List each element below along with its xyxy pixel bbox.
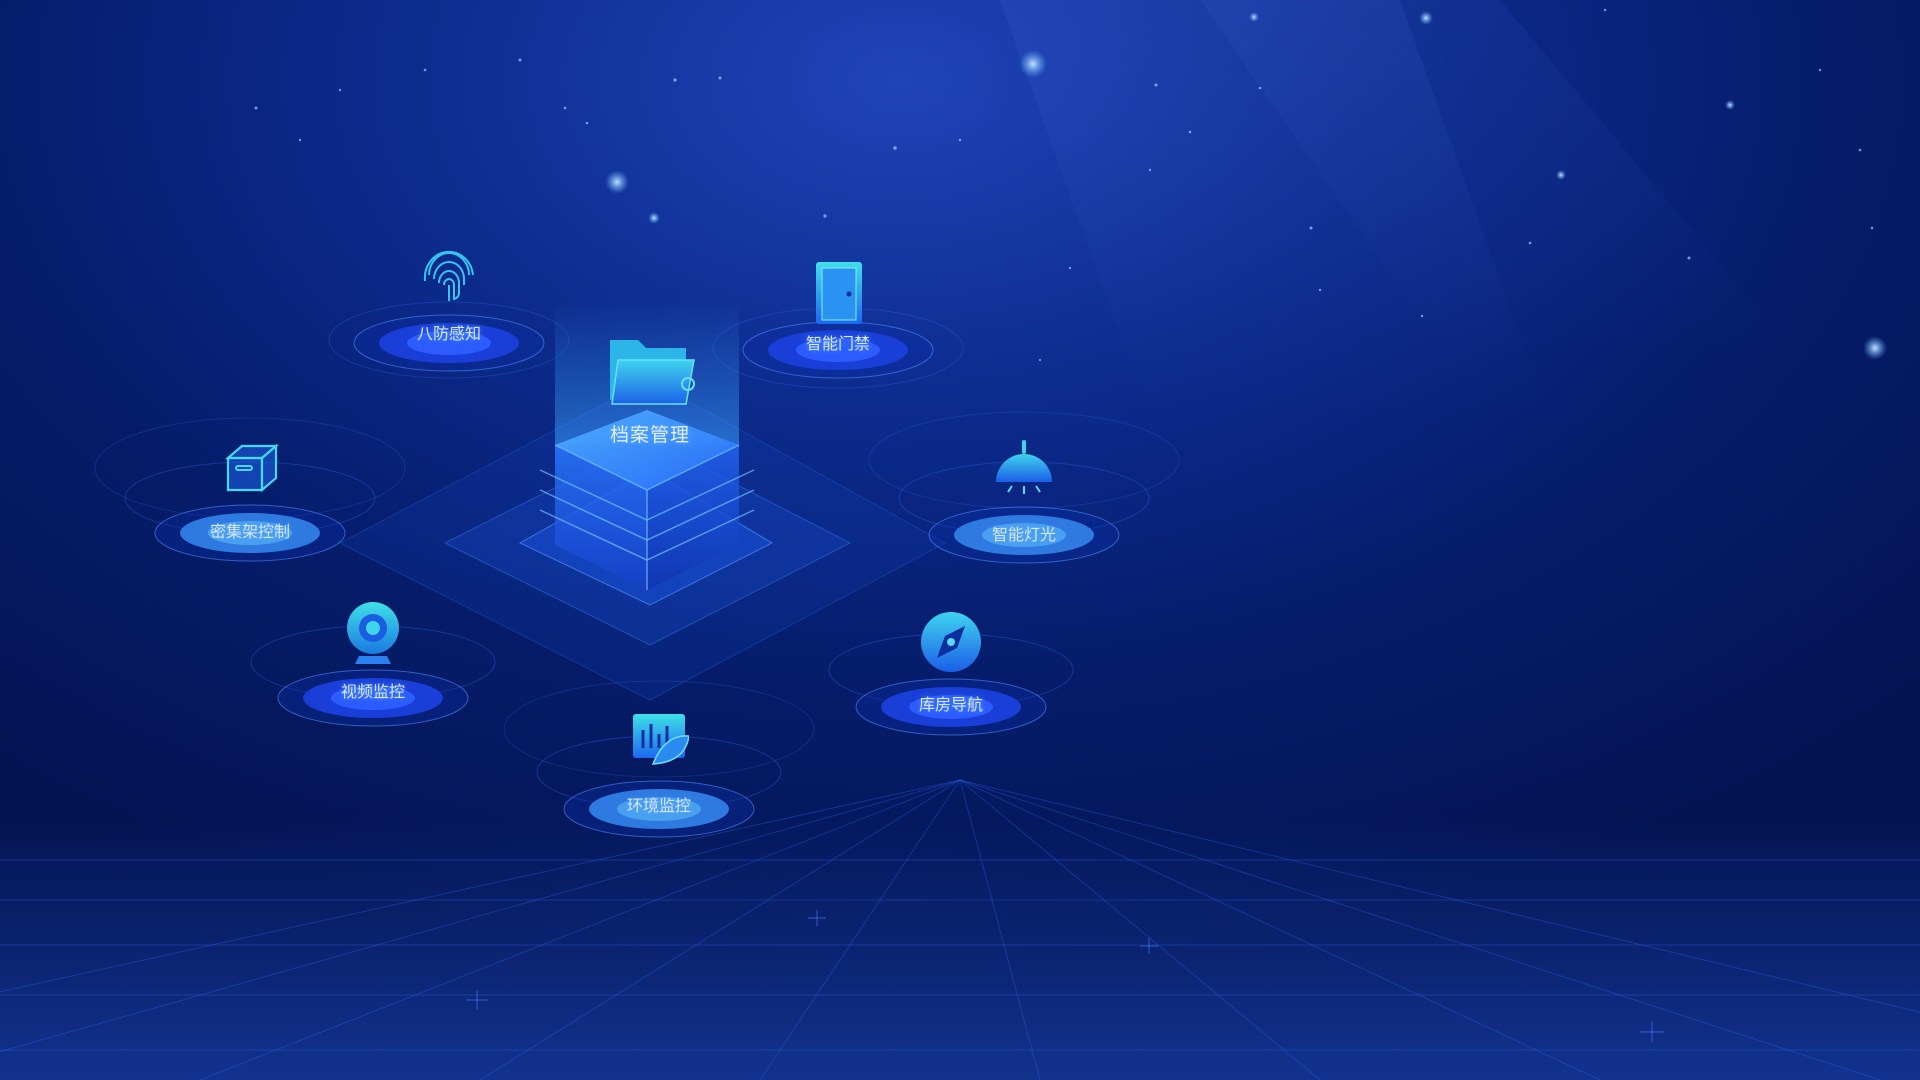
pedestal (328, 301, 570, 379)
environment-icon (633, 714, 689, 765)
pedestal (503, 680, 815, 838)
camera-icon (347, 602, 399, 664)
lamp-icon (996, 440, 1052, 494)
center-label: 档案管理 (609, 424, 690, 446)
pedestal (94, 417, 406, 562)
compass-icon (921, 612, 981, 672)
pedestal (868, 411, 1180, 564)
module-bafang[interactable]: 八防感知 (328, 235, 570, 465)
module-label: 智能门禁 (805, 334, 870, 353)
module-menjin[interactable]: 智能门禁 (712, 245, 964, 475)
module-dengguang[interactable]: 智能灯光 (868, 411, 1180, 670)
folder-icon (610, 340, 695, 405)
module-label: 密集架控制 (209, 522, 290, 541)
module-shipin[interactable]: 视频监控 (250, 600, 496, 830)
pedestal (828, 633, 1074, 736)
module-label: 智能灯光 (991, 525, 1056, 544)
fingerprint-icon (423, 250, 474, 301)
module-label: 库房导航 (918, 695, 983, 714)
door-icon (816, 262, 862, 324)
module-mijijia[interactable]: 密集架控制 (94, 417, 406, 668)
module-label: 环境监控 (626, 796, 691, 815)
module-label: 视频监控 (340, 682, 405, 701)
archive-management-center[interactable]: 档案管理 (520, 260, 780, 660)
module-label: 八防感知 (416, 324, 481, 343)
module-daohang[interactable]: 库房导航 (828, 612, 1074, 842)
pedestal (250, 625, 496, 727)
box-icon (225, 443, 279, 493)
module-huanjing[interactable]: 环境监控 (503, 680, 815, 942)
